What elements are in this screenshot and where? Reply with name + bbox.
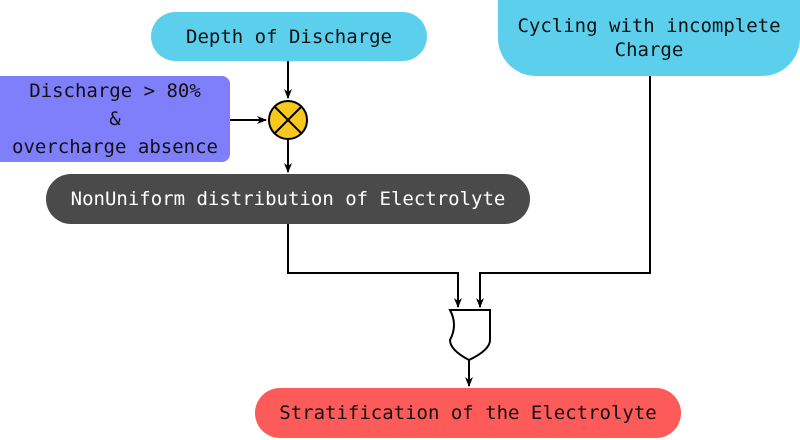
cycling-label-line2: Charge (614, 39, 684, 61)
combine-gate-cross (273, 105, 303, 135)
discharge-label-line1: Discharge > 80% (29, 80, 201, 102)
stratification-label: Stratification of the Electrolyte (279, 402, 657, 424)
depth-of-discharge-node: Depth of Discharge (151, 12, 427, 61)
nonuniform-distribution-node: NonUniform distribution of Electrolyte (46, 174, 530, 224)
wire-nonuniform-to-or (287, 224, 462, 308)
cycling-label-line1: Cycling with incomplete (517, 15, 781, 37)
depth-of-discharge-label: Depth of Discharge (186, 25, 392, 48)
combine-gate (268, 100, 308, 140)
wire-cycling-to-or (476, 76, 651, 308)
or-gate (448, 309, 491, 362)
nonuniform-label: NonUniform distribution of Electrolyte (70, 188, 506, 210)
cycling-incomplete-charge-node: Cycling with incomplete Charge (498, 0, 800, 76)
discharge-condition-node: Discharge > 80% & overcharge absence (0, 76, 230, 162)
discharge-label-line3: overcharge absence (12, 136, 218, 158)
stratification-node: Stratification of the Electrolyte (255, 388, 681, 438)
discharge-label-line2: & (109, 108, 121, 130)
